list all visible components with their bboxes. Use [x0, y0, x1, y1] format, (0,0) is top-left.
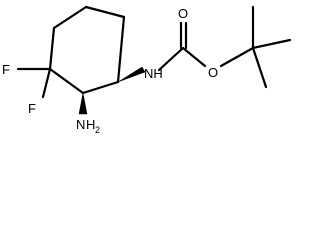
ester-oxygen-label: O: [208, 65, 218, 80]
amine-n-label: N: [76, 117, 85, 132]
amine-h-count-subscript: 2: [95, 125, 100, 135]
ring-bond-c3-c4: [48, 26, 56, 71]
bond-c4-f2: [41, 67, 52, 99]
ring-bond-c5-c6: [81, 80, 120, 95]
carbonyl-oxygen-label: O: [178, 6, 188, 21]
bond-carbonyl-c-ester-o: [181, 46, 207, 68]
carbamate-nh-label: NH: [144, 66, 163, 81]
bond-tert-c-methyl-right: [251, 38, 292, 50]
cyclohexane-ring: [48, 5, 126, 95]
fluorine-atom-label: F: [28, 101, 36, 116]
wedge-bond-c6-nh: [117, 66, 146, 83]
chemical-structure: F F N H 2 NH O O: [2, 5, 292, 135]
ring-bond-c2-c3: [52, 5, 88, 30]
amine-h-label: H: [86, 117, 95, 132]
fluorine-atom-label: F: [2, 62, 10, 77]
ring-bond-c1-c2: [84, 5, 126, 19]
bond-tert-c-methyl-bottom: [251, 46, 268, 89]
ring-bond-c4-c5: [48, 67, 85, 95]
wedge-bond-c5-nh2: [78, 92, 88, 115]
bond-ester-o-tert-c: [219, 46, 255, 68]
ring-bond-c6-c1: [116, 15, 126, 84]
bond-nh-carbonyl-c: [157, 46, 185, 72]
